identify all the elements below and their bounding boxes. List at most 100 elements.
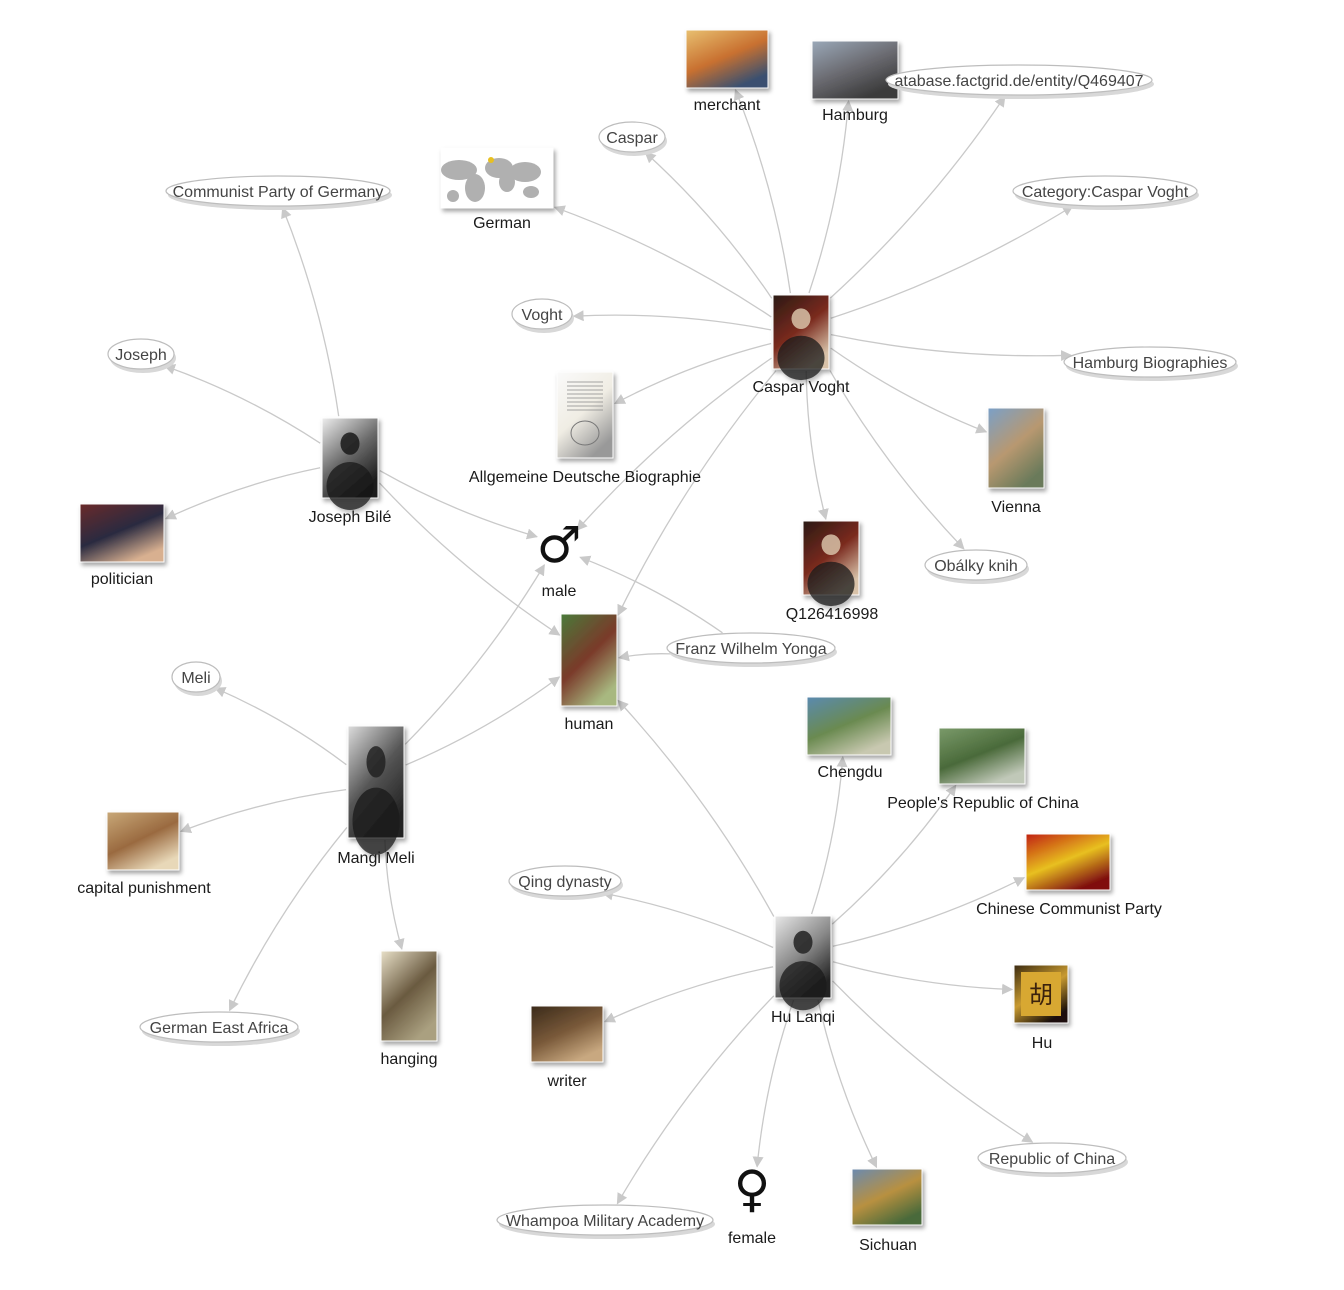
node-label: German East Africa [150, 1020, 289, 1037]
node-whampoa[interactable]: Whampoa Military Academy [496, 1204, 715, 1239]
node-label: Allgemeine Deutsche Biographie [469, 469, 701, 486]
node-caspar_voght[interactable]: Caspar Voght [753, 294, 851, 396]
node-caspar[interactable]: Caspar [598, 121, 667, 156]
male-symbol-icon: ♂ [537, 516, 582, 574]
node-factgrid[interactable]: atabase.factgrid.de/entity/Q469407 [885, 64, 1154, 99]
node-label: Meli [181, 670, 210, 687]
edge-joseph_bile-to-human [379, 482, 561, 636]
node-voght[interactable]: Voght [511, 298, 574, 333]
node-ellipse [171, 661, 221, 693]
edge-franz-to-male [579, 555, 723, 634]
edge-mangi_meli-to-gea [228, 826, 348, 1012]
node-joseph[interactable]: Joseph [107, 338, 176, 373]
node-female[interactable]: ♀female [728, 1160, 776, 1247]
node-capital[interactable]: capital punishment [77, 811, 211, 897]
node-label: Joseph Bilé [309, 509, 392, 526]
node-roc[interactable]: Republic of China [977, 1142, 1128, 1177]
node-ellipse [924, 549, 1028, 581]
node-ellipse [977, 1142, 1127, 1174]
collage-icon [987, 407, 1045, 489]
node-ellipse [666, 632, 836, 664]
edge-joseph_bile-to-politician [164, 467, 321, 520]
painting-icon [530, 1005, 604, 1063]
node-writer[interactable]: writer [530, 1005, 604, 1090]
portrait-icon [772, 294, 830, 381]
node-label: Hu Lanqi [771, 1009, 835, 1026]
node-hu[interactable]: 胡 Hu [1013, 964, 1069, 1052]
edge-caspar_voght-to-q126 [805, 370, 829, 521]
node-sichuan[interactable]: Sichuan [851, 1168, 923, 1254]
landscape-icon [851, 1168, 923, 1226]
node-merchant[interactable]: merchant [685, 29, 769, 114]
node-qing[interactable]: Qing dynasty [508, 865, 623, 900]
node-label: capital punishment [77, 880, 211, 897]
edge-caspar_voght-to-category [830, 205, 1074, 319]
node-vienna[interactable]: Vienna [987, 407, 1045, 516]
node-category[interactable]: Category:Caspar Voght [1012, 175, 1199, 210]
edge-caspar_voght-to-voght [572, 310, 772, 331]
edge-caspar_voght-to-hamburg [808, 99, 854, 294]
node-hamburg[interactable]: Hamburg [811, 40, 899, 124]
node-ellipse [107, 338, 175, 370]
portrait-icon [321, 417, 379, 510]
node-gea[interactable]: German East Africa [139, 1011, 300, 1046]
node-q126[interactable]: Q126416998 [786, 520, 879, 623]
node-human[interactable]: human [560, 613, 618, 733]
node-ellipse [511, 298, 573, 330]
edge-hu_lanqi-to-qing [601, 889, 774, 949]
edge-caspar_voght-to-obalky [829, 370, 965, 550]
node-politician[interactable]: politician [79, 503, 165, 588]
node-franz[interactable]: Franz Wilhelm Yonga [666, 632, 837, 667]
node-label: Category:Caspar Voght [1022, 184, 1189, 201]
svg-text:胡: 胡 [1029, 981, 1053, 1009]
portrait-icon [347, 725, 405, 855]
node-label: People's Republic of China [887, 795, 1079, 812]
node-label: Caspar Voght [753, 379, 851, 396]
node-ellipse [1012, 175, 1198, 207]
node-label: politician [91, 571, 153, 588]
node-chengdu[interactable]: Chengdu [806, 696, 892, 781]
landscape-icon [938, 727, 1026, 785]
edge-mangi_meli-to-meli [214, 687, 347, 766]
node-ellipse [139, 1011, 299, 1043]
node-mangi_meli[interactable]: Mangi Meli [337, 725, 415, 867]
node-label: Sichuan [859, 1237, 917, 1254]
edge-mangi_meli-to-human [405, 676, 561, 766]
node-male[interactable]: ♂male [537, 516, 582, 600]
node-hamburg_bio[interactable]: Hamburg Biographies [1063, 346, 1238, 381]
edge-franz-to-human [617, 650, 672, 662]
node-label: Hamburg Biographies [1073, 355, 1228, 372]
book-page-icon [556, 371, 614, 459]
edge-hu_lanqi-to-prc [831, 784, 957, 925]
node-ccp[interactable]: Chinese Communist Party [976, 833, 1162, 918]
node-hu_lanqi[interactable]: Hu Lanqi [771, 915, 835, 1026]
cityscape-icon [811, 40, 899, 100]
edge-caspar_voght-to-human [617, 370, 777, 616]
node-prc[interactable]: People's Republic of China [887, 727, 1079, 812]
node-label: Caspar [606, 130, 658, 147]
graph-edges [163, 88, 1074, 1205]
node-label: Q126416998 [786, 606, 879, 623]
edge-caspar_voght-to-factgrid [829, 95, 1006, 299]
node-ellipse [165, 175, 391, 207]
painting-icon [685, 29, 769, 89]
node-meli[interactable]: Meli [171, 661, 222, 696]
node-label: writer [546, 1073, 587, 1090]
node-joseph_bile[interactable]: Joseph Bilé [309, 417, 392, 526]
node-label: German [473, 215, 531, 232]
node-adb[interactable]: Allgemeine Deutsche Biographie [469, 371, 701, 486]
node-label: Chengdu [818, 764, 883, 781]
node-hanging[interactable]: hanging [380, 950, 438, 1068]
node-obalky[interactable]: Obálky knih [924, 549, 1029, 584]
node-ellipse [885, 64, 1153, 96]
node-german[interactable]: German [440, 147, 554, 232]
painting-icon [106, 811, 180, 871]
node-label: female [728, 1230, 776, 1247]
edge-hu_lanqi-to-sichuan [817, 999, 878, 1169]
edge-hu_lanqi-to-roc [832, 980, 1034, 1143]
node-label: atabase.factgrid.de/entity/Q469407 [894, 73, 1143, 90]
node-label: Hu [1032, 1035, 1052, 1052]
node-communist_germany[interactable]: Communist Party of Germany [165, 175, 392, 210]
node-label: Obálky knih [934, 558, 1018, 575]
